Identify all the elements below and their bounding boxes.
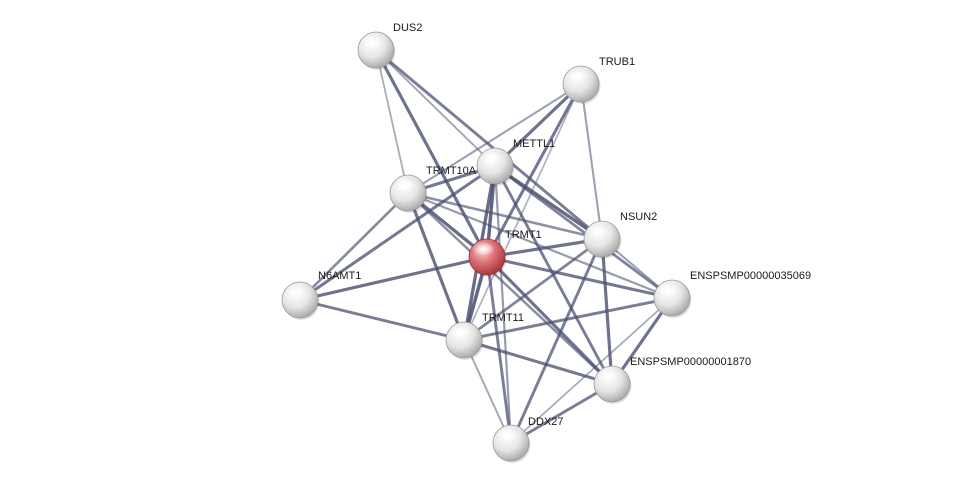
node-label: NSUN2 [620,211,657,223]
node-highlight [587,224,611,238]
node-label: TRMT11 [482,312,524,324]
edge-trub1-trmt11 [463,83,582,341]
edge-nsun2-trmt1 [485,237,604,259]
edge-trmt1-enspsmp00000035069 [485,255,674,300]
edge-trub1-trmt10a [406,82,583,195]
node-label: DUS2 [393,22,422,34]
edge-trmt11-ddx27 [463,339,512,444]
edge-trmt11-enspsmp00000035069 [462,296,674,342]
edge-dus2-trmt1 [374,48,489,259]
node-label: METTL1 [513,138,555,150]
edge-trmt10a-n6amt1 [298,191,410,302]
node-highlight [285,285,309,299]
edge-mettl1-ddx27 [493,164,513,445]
node-nsun2[interactable]: NSUN2 [583,211,657,259]
edge-trub1-mettl1 [493,82,583,168]
node-trmt11[interactable]: TRMT11 [445,312,524,360]
edge-enspsmp00000035069-ddx27 [510,297,673,444]
edge-trmt10a-nsun2 [406,191,604,241]
edge-trub1-nsun2 [579,82,604,241]
node-highlight [480,151,504,165]
node-highlight [361,35,385,49]
node-label: TRMT1 [505,229,542,241]
edge-n6amt1-trmt11 [298,298,466,342]
edge-enspsmp00000001870-ddx27 [509,382,614,445]
edge-trmt11-enspsmp00000001870 [462,338,614,386]
node-label: ENSPSMP00000035069 [690,270,811,282]
edge-mettl1-enspsmp00000035069 [493,164,674,300]
node-trmt10a[interactable]: TRMT10A [389,165,477,213]
edge-dus2-trmt10a [375,49,409,194]
node-label: ENSPSMP00000001870 [630,356,751,368]
node-label: TRMT10A [426,165,477,177]
node-trub1[interactable]: TRUB1 [562,56,635,104]
node-label: N6AMT1 [318,270,361,282]
node-highlight [657,283,681,297]
node-trmt1[interactable]: TRMT1 [468,229,542,277]
edge-trmt1-n6amt1 [298,255,489,302]
node-highlight [393,178,417,192]
edge-dus2-mettl1 [375,49,496,167]
node-highlight [566,69,590,83]
edge-trmt10a-enspsmp00000035069 [406,191,674,300]
node-highlight [449,325,473,339]
edge-trmt1-enspsmp00000001870 [485,255,614,386]
node-label: TRUB1 [599,56,635,68]
node-n6amt1[interactable]: N6AMT1 [281,270,361,320]
node-enspsmp00000001870[interactable]: ENSPSMP00000001870 [593,356,751,404]
node-ddx27[interactable]: DDX27 [492,416,563,463]
edge-dus2-nsun2 [374,48,604,241]
node-highlight [597,369,621,383]
edge-trmt10a-enspsmp00000001870 [406,191,614,386]
node-label: DDX27 [528,416,563,428]
node-highlight [472,242,496,256]
edge-mettl1-n6amt1 [298,164,497,302]
node-enspsmp00000035069[interactable]: ENSPSMP00000035069 [653,270,811,318]
edge-nsun2-ddx27 [509,237,604,445]
edge-trub1-trmt1 [485,82,583,259]
edge-trmt10a-trmt11 [406,191,466,342]
node-mettl1[interactable]: METTL1 [476,138,555,186]
edge-nsun2-trmt11 [462,237,604,342]
node-highlight [496,428,520,442]
node-dus2[interactable]: DUS2 [357,22,422,70]
